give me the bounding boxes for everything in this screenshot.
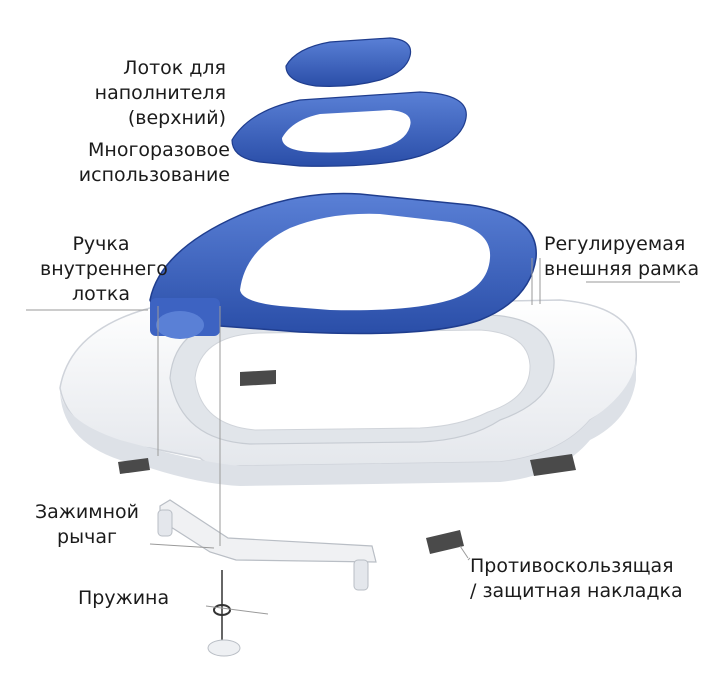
label-handle: Ручка внутреннего лотка — [40, 233, 168, 305]
clamp-lever — [157, 499, 377, 591]
label-lever: Зажимной рычаг — [34, 501, 140, 548]
outer-frame — [59, 299, 638, 486]
top-tray — [285, 37, 412, 87]
inner-tray — [149, 192, 537, 339]
label-frame: Регулируемая внешняя рамка — [544, 233, 700, 280]
label-reusable: Многоразовое использование — [78, 139, 230, 186]
leader-lines — [26, 258, 680, 615]
middle-tray — [231, 91, 467, 167]
label-pad: Противоскользящая / защитная накладка — [470, 555, 683, 602]
label-top-tray: Лоток для наполнителя (верхний) — [94, 57, 226, 129]
anti-slip-pads — [118, 370, 576, 554]
spring — [207, 570, 241, 657]
label-spring: Пружина — [78, 587, 170, 609]
